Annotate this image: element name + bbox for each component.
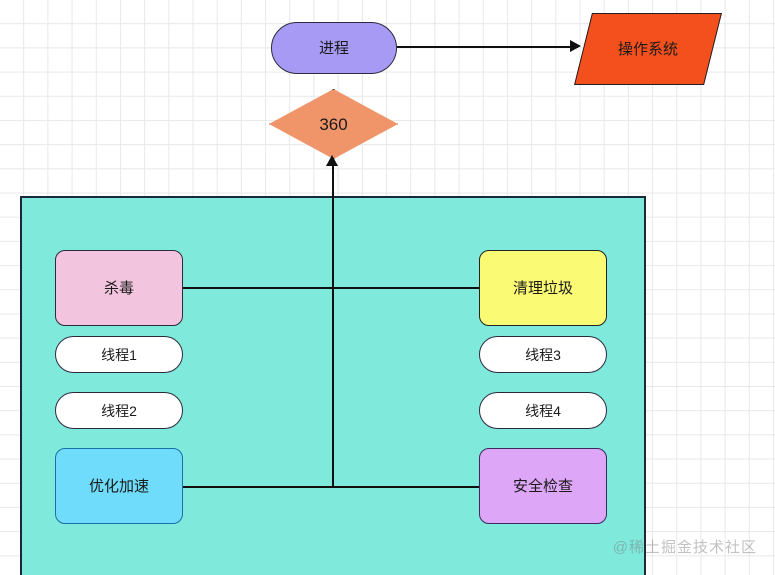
edge-process-to-operating-system[interactable]	[397, 46, 578, 48]
node-360-label: 360	[319, 114, 348, 134]
node-thread2[interactable]: 线程2	[55, 392, 183, 429]
node-thread4[interactable]: 线程4	[479, 392, 607, 429]
node-process-label: 进程	[318, 39, 349, 57]
node-thread1-label: 线程1	[101, 346, 137, 363]
node-operating-system-label: 操作系统	[617, 40, 678, 58]
node-security-check[interactable]: 安全检查	[479, 448, 607, 524]
node-optimize[interactable]: 优化加速	[55, 448, 183, 524]
node-thread3[interactable]: 线程3	[479, 336, 607, 373]
node-antivirus-label: 杀毒	[103, 279, 134, 297]
node-optimize-label: 优化加速	[88, 477, 149, 495]
node-thread3-label: 线程3	[525, 346, 561, 363]
edge-container-to-360[interactable]	[332, 158, 334, 486]
node-cleanup-label: 清理垃圾	[512, 279, 573, 297]
node-process[interactable]: 进程	[271, 22, 397, 74]
edge-antivirus-to-cleanup[interactable]	[183, 287, 479, 289]
arrow-head-right-icon	[570, 40, 581, 52]
node-antivirus[interactable]: 杀毒	[55, 250, 183, 326]
node-thread1[interactable]: 线程1	[55, 336, 183, 373]
node-cleanup[interactable]: 清理垃圾	[479, 250, 607, 326]
watermark: @稀土掘金技术社区	[612, 539, 757, 556]
arrow-head-up-icon	[326, 155, 338, 166]
node-thread2-label: 线程2	[101, 402, 137, 419]
node-security-check-label: 安全检查	[512, 477, 573, 495]
edge-optimize-to-security-check[interactable]	[183, 486, 479, 488]
node-operating-system[interactable]: 操作系统	[574, 13, 722, 85]
node-thread4-label: 线程4	[525, 402, 561, 419]
node-360[interactable]: 360	[269, 89, 398, 159]
